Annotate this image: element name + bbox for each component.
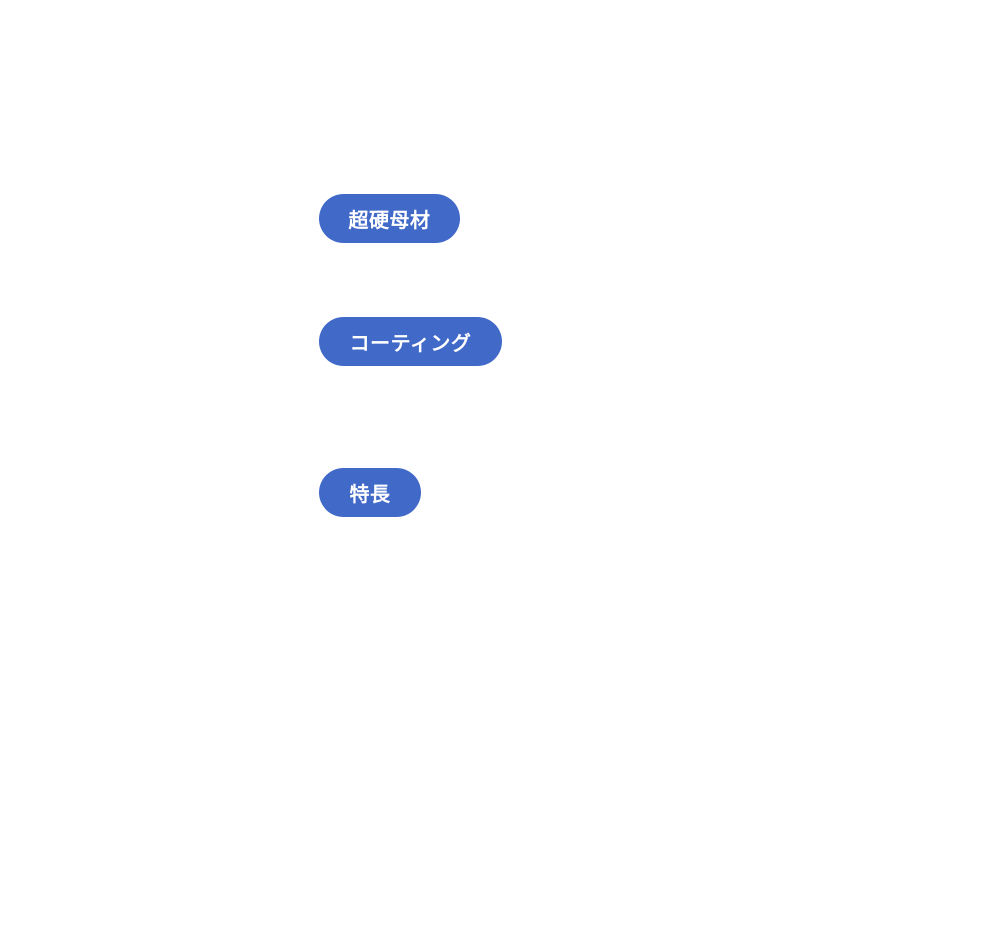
coating-label: コーティング xyxy=(319,317,502,366)
features-label: 特長 xyxy=(319,468,421,517)
carbide-substrate-label: 超硬母材 xyxy=(319,194,460,243)
